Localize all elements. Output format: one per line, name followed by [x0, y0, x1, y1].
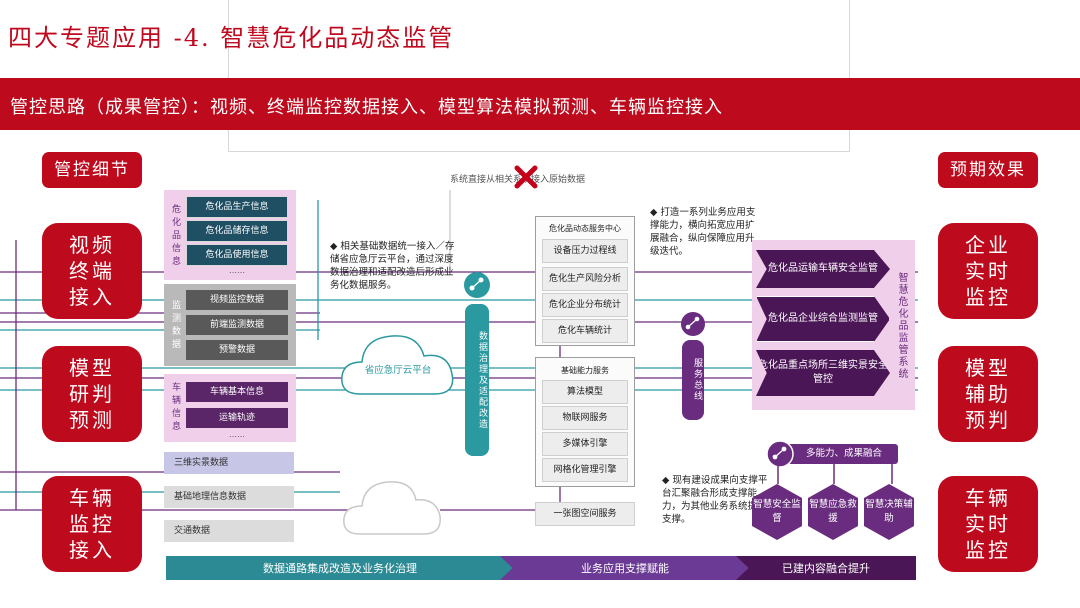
fusion-connectors [777, 464, 893, 484]
system-item: 危化品运输车辆安全监管 [756, 250, 890, 288]
fusion-bar: 多能力、成果融合 [780, 444, 898, 464]
note-left: ◆ 相关基础数据统一接入／存储省应急厅云平台，通过深度数据治理和适配改造后形成业… [330, 240, 455, 292]
service-center-panel: 危化品动态服务中心 设备压力过程线 危化生产风险分析 危化企业分布统计 危化车辆… [535, 216, 635, 346]
hazmat-item: 危化品使用信息 [186, 244, 288, 266]
note-right-bottom: ◆ 现有建设成果向支撑平台汇聚融合形成支撑能力，为其他业务系统提供支撑。 [662, 474, 768, 526]
note-right-top-text: 打造一系列业务应用支撑能力，横向拓宽应用扩展融合，纵向保障应用升级迭代。 [650, 207, 756, 257]
hazmat-item: 危化品生产信息 [186, 196, 288, 218]
system-item: 危化品企业综合监测监管 [756, 296, 890, 342]
vehicle-panel: 车辆信息 车辆基本信息 运输轨迹 …… [164, 374, 296, 442]
page-title: 四大专题应用 -4. 智慧危化品动态监管 [8, 24, 455, 52]
note-right-bottom-text: 现有建设成果向支撑平台汇聚融合形成支撑能力，为其他业务系统提供支撑。 [662, 475, 768, 525]
traffic-data-box: 交通数据 [164, 520, 294, 542]
left-item-video: 视频 终端 接入 [42, 223, 142, 319]
data-pill-label: 数据治理及适配改造 [465, 304, 489, 456]
bullet-icon: ◆ [650, 207, 661, 218]
service-item: 设备压力过程线 [542, 239, 628, 263]
monitor-item: 前端监测数据 [186, 315, 288, 335]
right-item-enterprise: 企业 实时 监控 [938, 223, 1038, 319]
top-frame [228, 0, 850, 152]
banner [0, 78, 1080, 130]
data-pill: 数据治理及适配改造 [463, 270, 491, 458]
cloud-icon [341, 335, 454, 395]
left-header: 管控细节 [42, 152, 142, 188]
vehicle-item: 运输轨迹 [186, 408, 288, 428]
3d-data-box: 三维实景数据 [164, 452, 294, 474]
right-item-model: 模型 辅助 预判 [938, 346, 1038, 442]
service-bus: 服务总线 [680, 310, 706, 420]
share-icon [681, 312, 705, 336]
left-item-vehicle: 车辆 监控 接入 [42, 476, 142, 572]
geo-data-box: 基础地理信息数据 [164, 486, 294, 508]
hazmat-panel: 危化品信息 危化品生产信息 危化品储存信息 危化品使用信息 …… [164, 190, 296, 280]
right-header: 预期效果 [938, 152, 1038, 188]
system-item: 危化品重点场所三维实景安全管控 [756, 350, 890, 396]
base-capability-header: 基础能力服务 [561, 366, 609, 375]
one-map-box: 一张图空间服务 [535, 502, 635, 526]
service-item: 危化企业分布统计 [542, 293, 628, 317]
system-panel-label: 智慧危化品监管系统 [896, 272, 907, 380]
cloud-icon [343, 481, 441, 535]
bottom-bar-fusion: 已建内容融合提升 [736, 556, 916, 580]
capability-item: 网格化管理引擎 [542, 458, 628, 482]
vehicle-item: 车辆基本信息 [186, 382, 288, 402]
cross-icon [514, 165, 538, 189]
left-item-model: 模型 研判 预测 [42, 346, 142, 442]
hazmat-item: 危化品储存信息 [186, 220, 288, 242]
service-item: 危化车辆统计 [542, 319, 628, 343]
service-center-header: 危化品动态服务中心 [549, 224, 621, 233]
vehicle-panel-label: 车辆信息 [170, 382, 180, 434]
monitor-panel-label: 监测数据 [170, 300, 180, 352]
service-bus-label: 服务总线 [682, 340, 704, 420]
service-item: 危化生产风险分析 [542, 267, 628, 291]
top-note: 系统直接从相关系统接入原始数据 [450, 175, 586, 185]
capability-item: 算法模型 [542, 380, 628, 404]
capability-item: 物联网服务 [542, 406, 628, 430]
monitor-item: 视频监控数据 [186, 290, 288, 310]
share-icon [766, 440, 794, 468]
hazmat-panel-label: 危化品信息 [170, 203, 180, 269]
bottom-bar-data-integration: 数据通路集成改造及业务化治理 [166, 556, 514, 580]
note-left-text: 相关基础数据统一接入／存储省应急厅云平台，通过深度数据治理和适配改造后形成业务化… [330, 241, 455, 291]
note-right-top: ◆ 打造一系列业务应用支撑能力，横向拓宽应用扩展融合，纵向保障应用升级迭代。 [650, 206, 762, 258]
vehicle-dots: …… [229, 430, 245, 439]
hazmat-dots: …… [229, 266, 245, 275]
bottom-bar-app-support: 业务应用支撑赋能 [500, 556, 750, 580]
cloud-label: 省应急厅云平台 [364, 365, 432, 376]
monitor-panel: 监测数据 视频监控数据 前端监测数据 预警数据 [164, 284, 296, 366]
bullet-icon: ◆ [330, 241, 341, 252]
monitor-item: 预警数据 [186, 340, 288, 360]
banner-text: 管控思路（成果管控）：视频、终端监控数据接入、模型算法模拟预测、车辆监控接入 [10, 97, 723, 118]
capability-item: 多媒体引擎 [542, 432, 628, 456]
right-item-vehicle: 车辆 实时 监控 [938, 476, 1038, 572]
bullet-icon: ◆ [662, 475, 673, 486]
share-icon [464, 272, 490, 298]
base-capability-panel: 基础能力服务 算法模型 物联网服务 多媒体引擎 网格化管理引擎 [535, 357, 635, 487]
